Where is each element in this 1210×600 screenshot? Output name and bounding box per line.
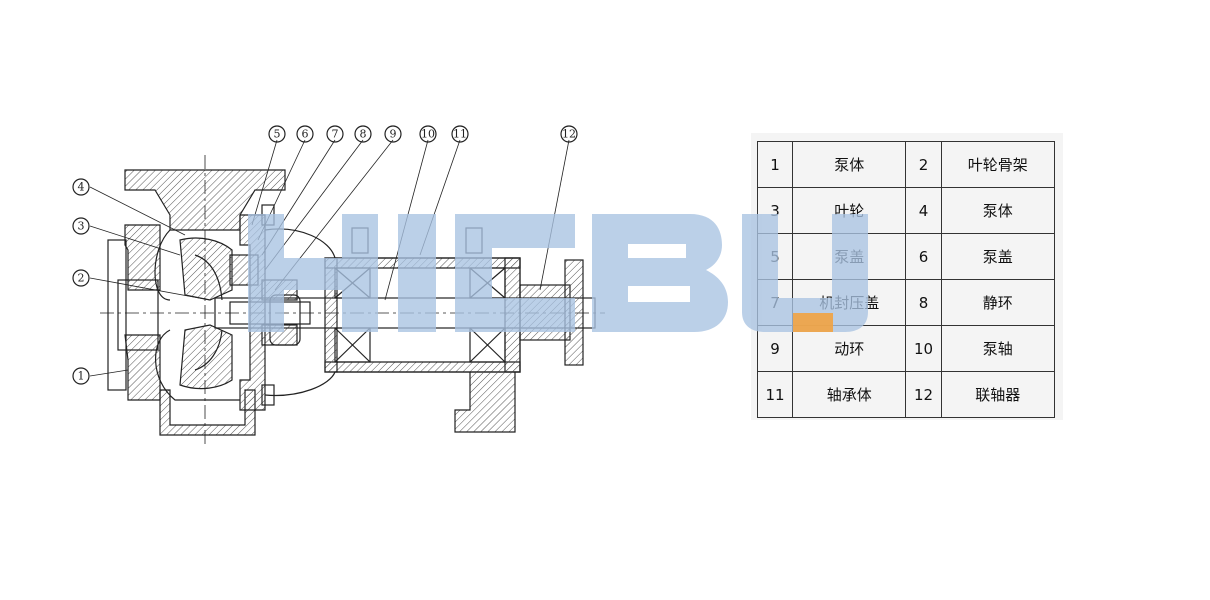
callout-5-circle bbox=[268, 125, 286, 143]
part-name: 轴承体 bbox=[792, 371, 907, 418]
part-name: 泵盖 bbox=[792, 233, 907, 280]
callout-8-circle bbox=[354, 125, 372, 143]
table-row: 3 叶轮 4 泵体 bbox=[756, 187, 1056, 234]
coupling bbox=[519, 259, 584, 366]
part-number: 2 bbox=[905, 141, 942, 188]
callout-label: 9 bbox=[390, 128, 397, 141]
callout-label: 7 bbox=[332, 128, 339, 141]
part-number: 5 bbox=[756, 233, 794, 280]
callout-4-circle bbox=[72, 178, 90, 196]
callout-11-circle bbox=[451, 125, 469, 143]
table-row: 1 泵体 2 叶轮骨架 bbox=[756, 141, 1056, 188]
table-row: 11 轴承体 12 联轴器 bbox=[756, 371, 1056, 418]
pump-cover bbox=[239, 204, 275, 411]
part-name: 泵体 bbox=[792, 141, 907, 188]
callout-label: 5 bbox=[274, 128, 281, 141]
callout-2-circle bbox=[72, 269, 90, 287]
impeller bbox=[179, 237, 233, 390]
callout-label: 1 bbox=[78, 370, 85, 383]
callout-3-circle bbox=[72, 217, 90, 235]
table-row: 7 机封压盖 8 静环 bbox=[756, 279, 1056, 326]
part-name: 动环 bbox=[792, 325, 907, 372]
part-number: 1 bbox=[756, 141, 794, 188]
part-name: 叶轮 bbox=[792, 187, 907, 234]
part-name: 静环 bbox=[940, 279, 1056, 326]
part-name: 泵体 bbox=[940, 187, 1056, 234]
callout-label: 3 bbox=[78, 220, 85, 233]
callout-label: 4 bbox=[78, 181, 85, 194]
part-number: 4 bbox=[905, 187, 942, 234]
pump-body bbox=[107, 169, 286, 436]
callout-label: 12 bbox=[562, 128, 576, 141]
callout-9-circle bbox=[384, 125, 402, 143]
part-name: 泵盖 bbox=[940, 233, 1056, 280]
part-number: 9 bbox=[756, 325, 794, 372]
part-name: 泵轴 bbox=[940, 325, 1056, 372]
callout-label: 8 bbox=[360, 128, 367, 141]
callout-circles bbox=[72, 125, 578, 385]
callout-label: 10 bbox=[421, 128, 435, 141]
table-row: 5 泵盖 6 泵盖 bbox=[756, 233, 1056, 280]
part-name: 联轴器 bbox=[940, 371, 1056, 418]
callout-12-circle bbox=[560, 125, 578, 143]
callout-7-circle bbox=[326, 125, 344, 143]
table-row: 9 动环 10 泵轴 bbox=[756, 325, 1056, 372]
part-number: 8 bbox=[905, 279, 942, 326]
part-name: 叶轮骨架 bbox=[940, 141, 1056, 188]
callout-label: 2 bbox=[78, 272, 85, 285]
part-name: 机封压盖 bbox=[792, 279, 907, 326]
callout-1-circle bbox=[72, 367, 90, 385]
callout-label: 6 bbox=[302, 128, 309, 141]
part-number: 7 bbox=[756, 279, 794, 326]
callout-label: 11 bbox=[453, 128, 467, 141]
callout-10-circle bbox=[419, 125, 437, 143]
part-number: 12 bbox=[905, 371, 942, 418]
part-number: 11 bbox=[756, 371, 794, 418]
part-number: 3 bbox=[756, 187, 794, 234]
parts-table: 1 泵体 2 叶轮骨架 3 叶轮 4 泵体 5 泵盖 6 泵盖 7 机封压盖 8… bbox=[756, 141, 1056, 418]
part-number: 6 bbox=[905, 233, 942, 280]
part-number: 10 bbox=[905, 325, 942, 372]
callout-6-circle bbox=[296, 125, 314, 143]
bearing-housing bbox=[264, 227, 521, 433]
